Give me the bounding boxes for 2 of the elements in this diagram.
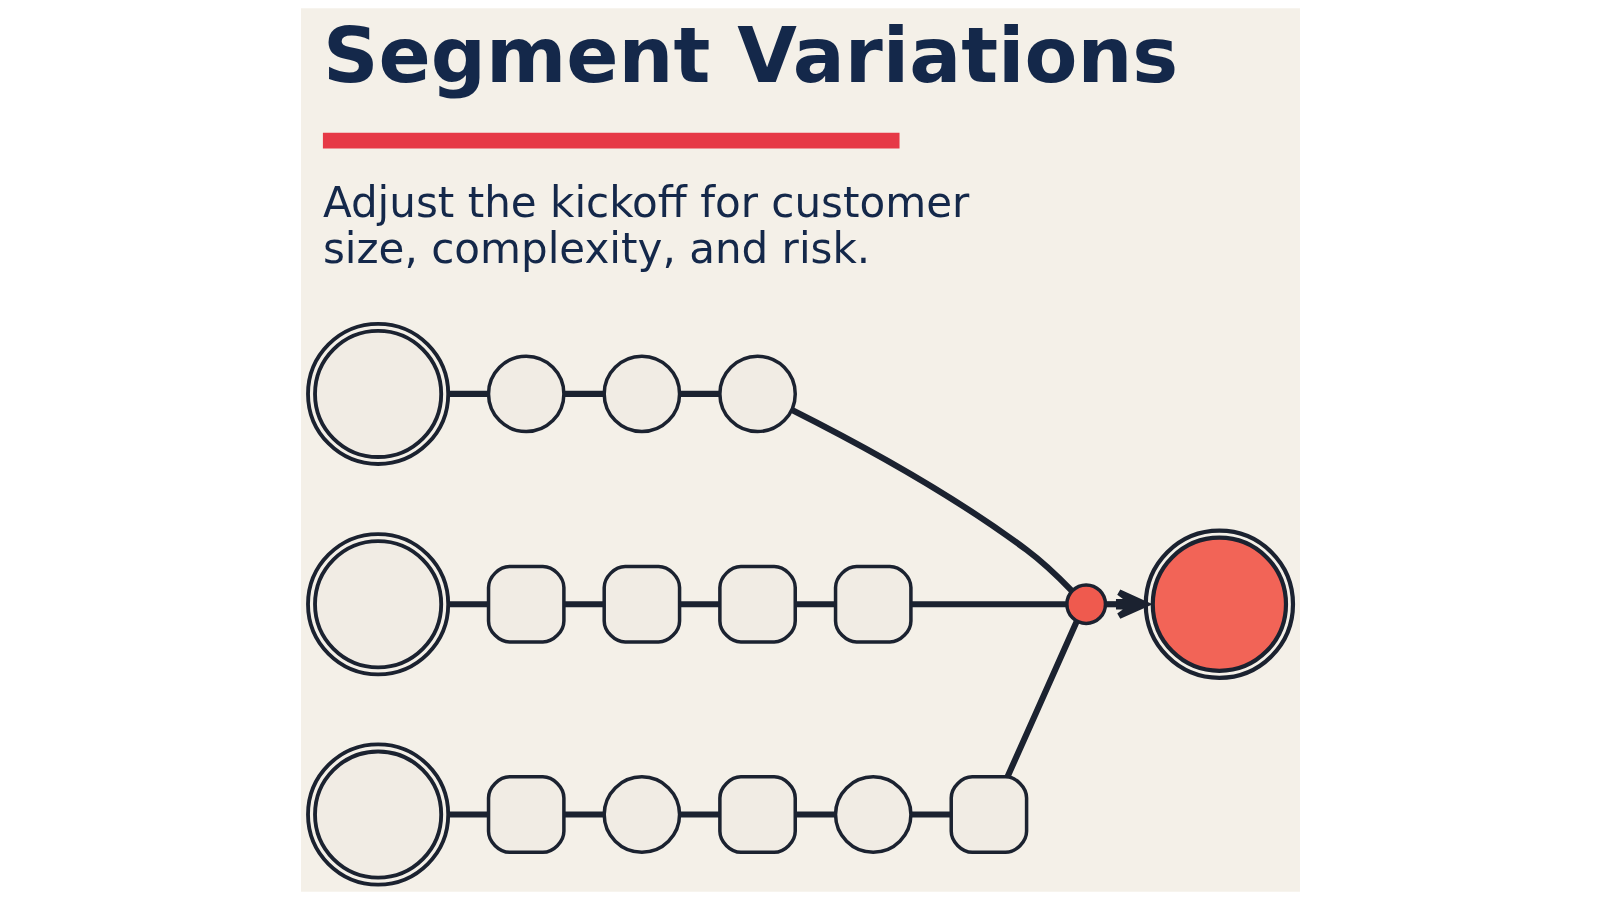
diagram-title: Segment Variations	[322, 10, 1178, 101]
caption: Adjust the kickoff for customer size, complexity, and risk.	[322, 178, 969, 273]
